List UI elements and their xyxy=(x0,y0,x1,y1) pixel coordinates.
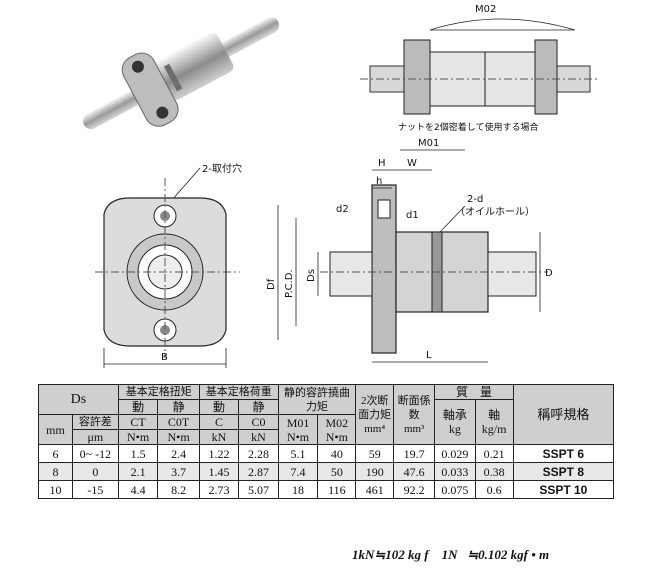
technical-drawing: M02 ナットを2個密着して使用する場合 2-取付穴 B xyxy=(95,4,600,368)
cell-nut-mass: 0.033 xyxy=(434,462,476,481)
ds-label: Ds xyxy=(306,269,317,282)
cell-c0t: 2.4 xyxy=(157,444,200,463)
cell-ds: 8 xyxy=(38,462,73,481)
mount-hole-label: 2-取付穴 xyxy=(202,162,242,175)
l-label: L xyxy=(426,350,432,361)
cell-nut-mass: 0.029 xyxy=(434,444,476,463)
static-header: 静 xyxy=(157,399,200,415)
cell-c: 2.73 xyxy=(198,480,240,499)
m01-label: M01 xyxy=(418,138,439,149)
cell-inertia: 461 xyxy=(355,480,395,499)
h-small-label: h xyxy=(376,176,382,187)
cell-area: 92.2 xyxy=(393,480,436,499)
h-label: H xyxy=(378,158,386,169)
cell-nut-mass: 0.075 xyxy=(434,480,476,499)
cell-c0: 5.07 xyxy=(238,480,279,499)
cell-shaft-mass: 0.6 xyxy=(474,480,514,499)
cell-part: SSPT 8 xyxy=(512,462,615,481)
mass-header: 質 量 xyxy=(434,384,514,400)
cell-c: 1.45 xyxy=(198,462,240,481)
cell-m01: 7.4 xyxy=(277,462,319,481)
load-header: 基本定格荷重 xyxy=(198,384,279,400)
dynamic-header: 動 xyxy=(117,399,159,415)
front-view: 2-取付穴 B xyxy=(95,162,242,368)
unit-c: kN xyxy=(198,429,240,445)
part-header: 稱呼規格 xyxy=(512,384,615,445)
dynamic-load-header: 動 xyxy=(198,399,240,415)
side-view: H W h M01 d2 d1 2-d （オイルホール） Df P.C.D. D… xyxy=(266,138,553,363)
nut-pair-view: M02 ナットを2個密着して使用する場合 xyxy=(360,4,600,133)
d1-label: d1 xyxy=(406,210,419,221)
cell-c0t: 8.2 xyxy=(157,480,200,499)
static-load-header: 静 xyxy=(238,399,279,415)
cell-m01: 18 xyxy=(277,480,319,499)
pair-caption: ナットを2個密着して使用する場合 xyxy=(398,121,538,133)
cell-ct: 4.4 xyxy=(117,480,159,499)
product-photo xyxy=(83,17,280,130)
torque-header: 基本定格扭矩 xyxy=(117,384,200,400)
oil-hole-sub-label: （オイルホール） xyxy=(455,206,535,218)
cell-shaft-mass: 0.38 xyxy=(474,462,514,481)
c0t-header: C0T xyxy=(157,414,200,430)
ct-header: CT xyxy=(117,414,159,430)
df-label: Df xyxy=(266,278,277,290)
cell-shaft-mass: 0.21 xyxy=(474,444,514,463)
unit-c0t: N•m xyxy=(157,429,200,445)
oil-hole-label: 2-d xyxy=(467,194,483,205)
unit-um: μm xyxy=(71,429,119,445)
cell-tol: 0 xyxy=(71,462,119,481)
cell-inertia: 190 xyxy=(355,462,395,481)
cell-area: 19.7 xyxy=(393,444,436,463)
d-outer-label: D xyxy=(545,268,553,279)
cell-c: 1.22 xyxy=(198,444,240,463)
cell-ds: 10 xyxy=(38,480,73,499)
c-header: C xyxy=(198,414,240,430)
d2-label: d2 xyxy=(336,204,349,215)
tolerance-header: 容許差 xyxy=(71,414,119,430)
cell-area: 47.6 xyxy=(393,462,436,481)
cell-m01: 5.1 xyxy=(277,444,319,463)
w-label: W xyxy=(407,158,417,169)
cell-c0t: 3.7 xyxy=(157,462,200,481)
cell-c0: 2.28 xyxy=(238,444,279,463)
cell-ct: 1.5 xyxy=(117,444,159,463)
pcd-label: P.C.D. xyxy=(284,269,295,298)
table-row: 8 0 2.1 3.7 1.45 2.87 7.4 50 190 47.6 0.… xyxy=(38,462,615,481)
cell-part: SSPT 6 xyxy=(512,444,615,463)
unit-ct: N•m xyxy=(117,429,159,445)
cell-tol: -15 xyxy=(71,480,119,499)
m02-label: M02 xyxy=(475,4,496,15)
table-row: 6 0~ -12 1.5 2.4 1.22 2.28 5.1 40 59 19.… xyxy=(38,444,615,463)
cell-ct: 2.1 xyxy=(117,462,159,481)
cell-c0: 2.87 xyxy=(238,462,279,481)
cell-part: SSPT 10 xyxy=(512,480,615,499)
unit-c0: kN xyxy=(238,429,279,445)
b-label: B xyxy=(161,352,168,363)
cell-m02: 40 xyxy=(317,444,357,463)
ds-header: Ds xyxy=(38,384,119,415)
cell-inertia: 59 xyxy=(355,444,395,463)
unit-conversion-note: 1kN≒102 kg f 1N ≒0.102 kgf • m xyxy=(352,547,550,562)
c0-header: C0 xyxy=(238,414,279,430)
table-row: 10 -15 4.4 8.2 2.73 5.07 18 116 461 92.2… xyxy=(38,480,615,499)
cell-tol: 0~ -12 xyxy=(71,444,119,463)
cell-ds: 6 xyxy=(38,444,73,463)
unit-mm: mm xyxy=(38,414,73,445)
cell-m02: 50 xyxy=(317,462,357,481)
cell-m02: 116 xyxy=(317,480,357,499)
moment-header: 静的容許撓曲力矩 xyxy=(277,384,357,415)
